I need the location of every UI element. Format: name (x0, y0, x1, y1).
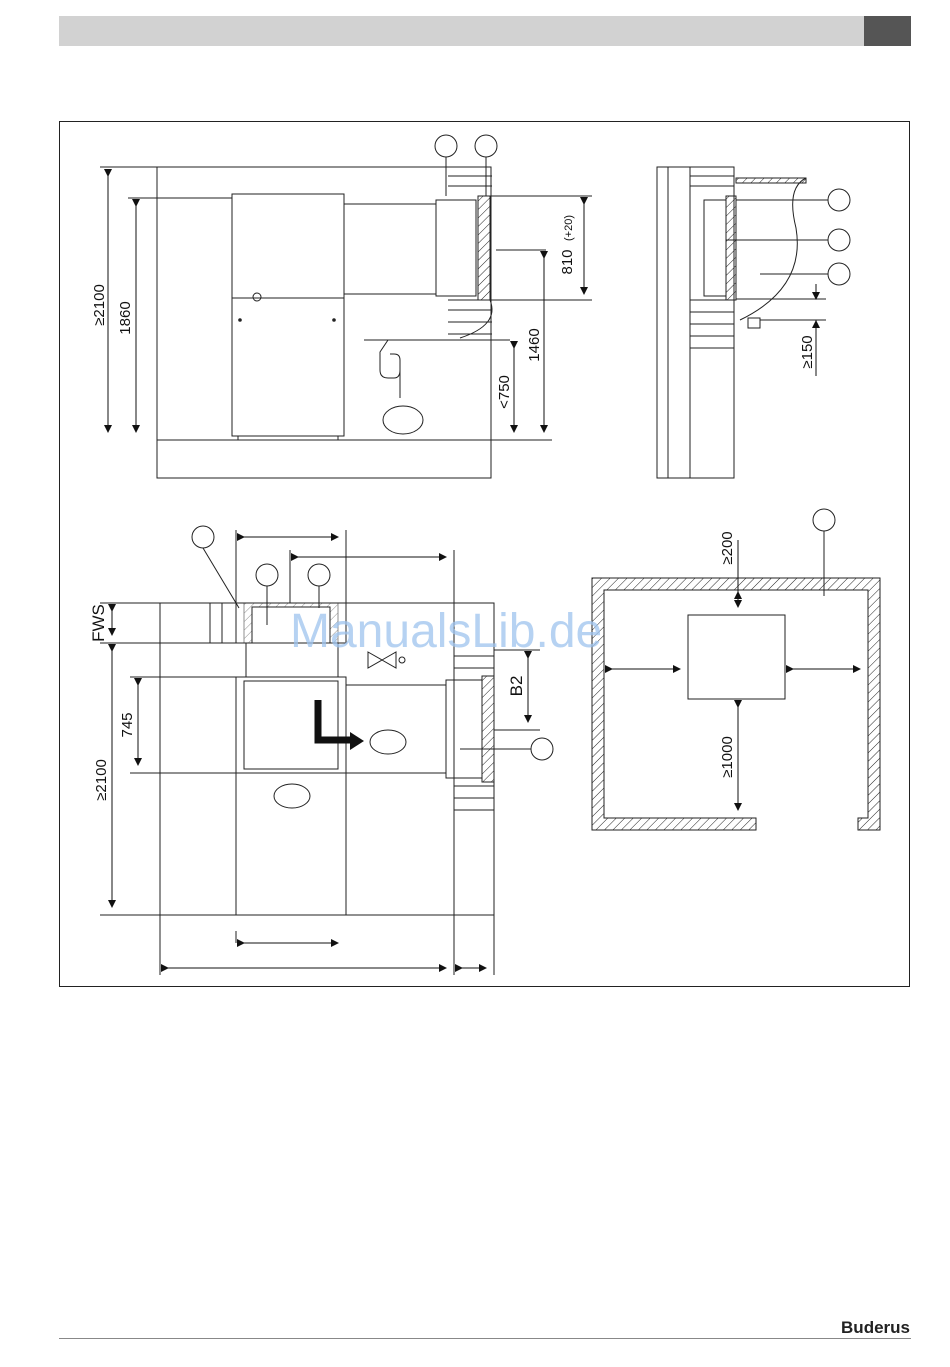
item-bubble (192, 526, 214, 548)
item-bubble (256, 564, 278, 586)
drain-vessel-icon (383, 406, 423, 434)
room-outline (157, 167, 491, 478)
condensate-vessel-icon (370, 730, 406, 754)
footer-line (59, 1338, 911, 1339)
brand-logo: Buderus (841, 1318, 910, 1338)
dim-plan-unit-depth: 745 (119, 712, 136, 737)
item-bubble (828, 189, 850, 211)
air-duct (344, 204, 436, 294)
item-bubble (828, 229, 850, 251)
dim-clear-top: ≥200 (719, 531, 736, 564)
heat-pump-unit (232, 194, 344, 436)
plan-room-outline (160, 603, 494, 915)
item-bubble (531, 738, 553, 760)
dim-clear-front: ≥1000 (719, 736, 736, 778)
dim-drain-height: <750 (496, 375, 513, 409)
plan-duct (346, 685, 446, 773)
item-bubble (813, 509, 835, 531)
dim-wall-gap: ≥150 (799, 335, 816, 368)
drain-siphon-icon (364, 340, 400, 378)
dim-plan-b2: B2 (507, 676, 526, 697)
unit-footprint (688, 615, 785, 699)
item-bubble (828, 263, 850, 285)
plan-dimension-lines (112, 537, 528, 968)
wall-section (478, 196, 490, 300)
wall-detail-view (657, 167, 850, 478)
dim-duct-floor-height: 1460 (526, 328, 543, 361)
duct-sleeve (436, 200, 476, 296)
service-port-icon (253, 293, 261, 301)
airflow-arrow-icon (318, 700, 352, 740)
dim-side-total-height: ≥2100 (91, 284, 108, 326)
dim-plan-depth: ≥2100 (93, 759, 110, 801)
drain-vessel-icon (274, 784, 310, 808)
item-bubble (308, 564, 330, 586)
dim-duct-tolerance: (+20) (563, 215, 575, 241)
weather-cover (736, 178, 806, 183)
wall-outline (657, 167, 734, 478)
item-bubble (475, 135, 497, 157)
plan-unit (236, 677, 346, 773)
dim-duct-height: 810 (559, 249, 576, 274)
valve-icon (368, 652, 396, 668)
item-bubble (435, 135, 457, 157)
side-view (100, 135, 592, 478)
dim-side-unit-height: 1860 (117, 301, 134, 334)
dim-plan-fws: FWS (89, 604, 108, 642)
plan-view (100, 526, 553, 975)
